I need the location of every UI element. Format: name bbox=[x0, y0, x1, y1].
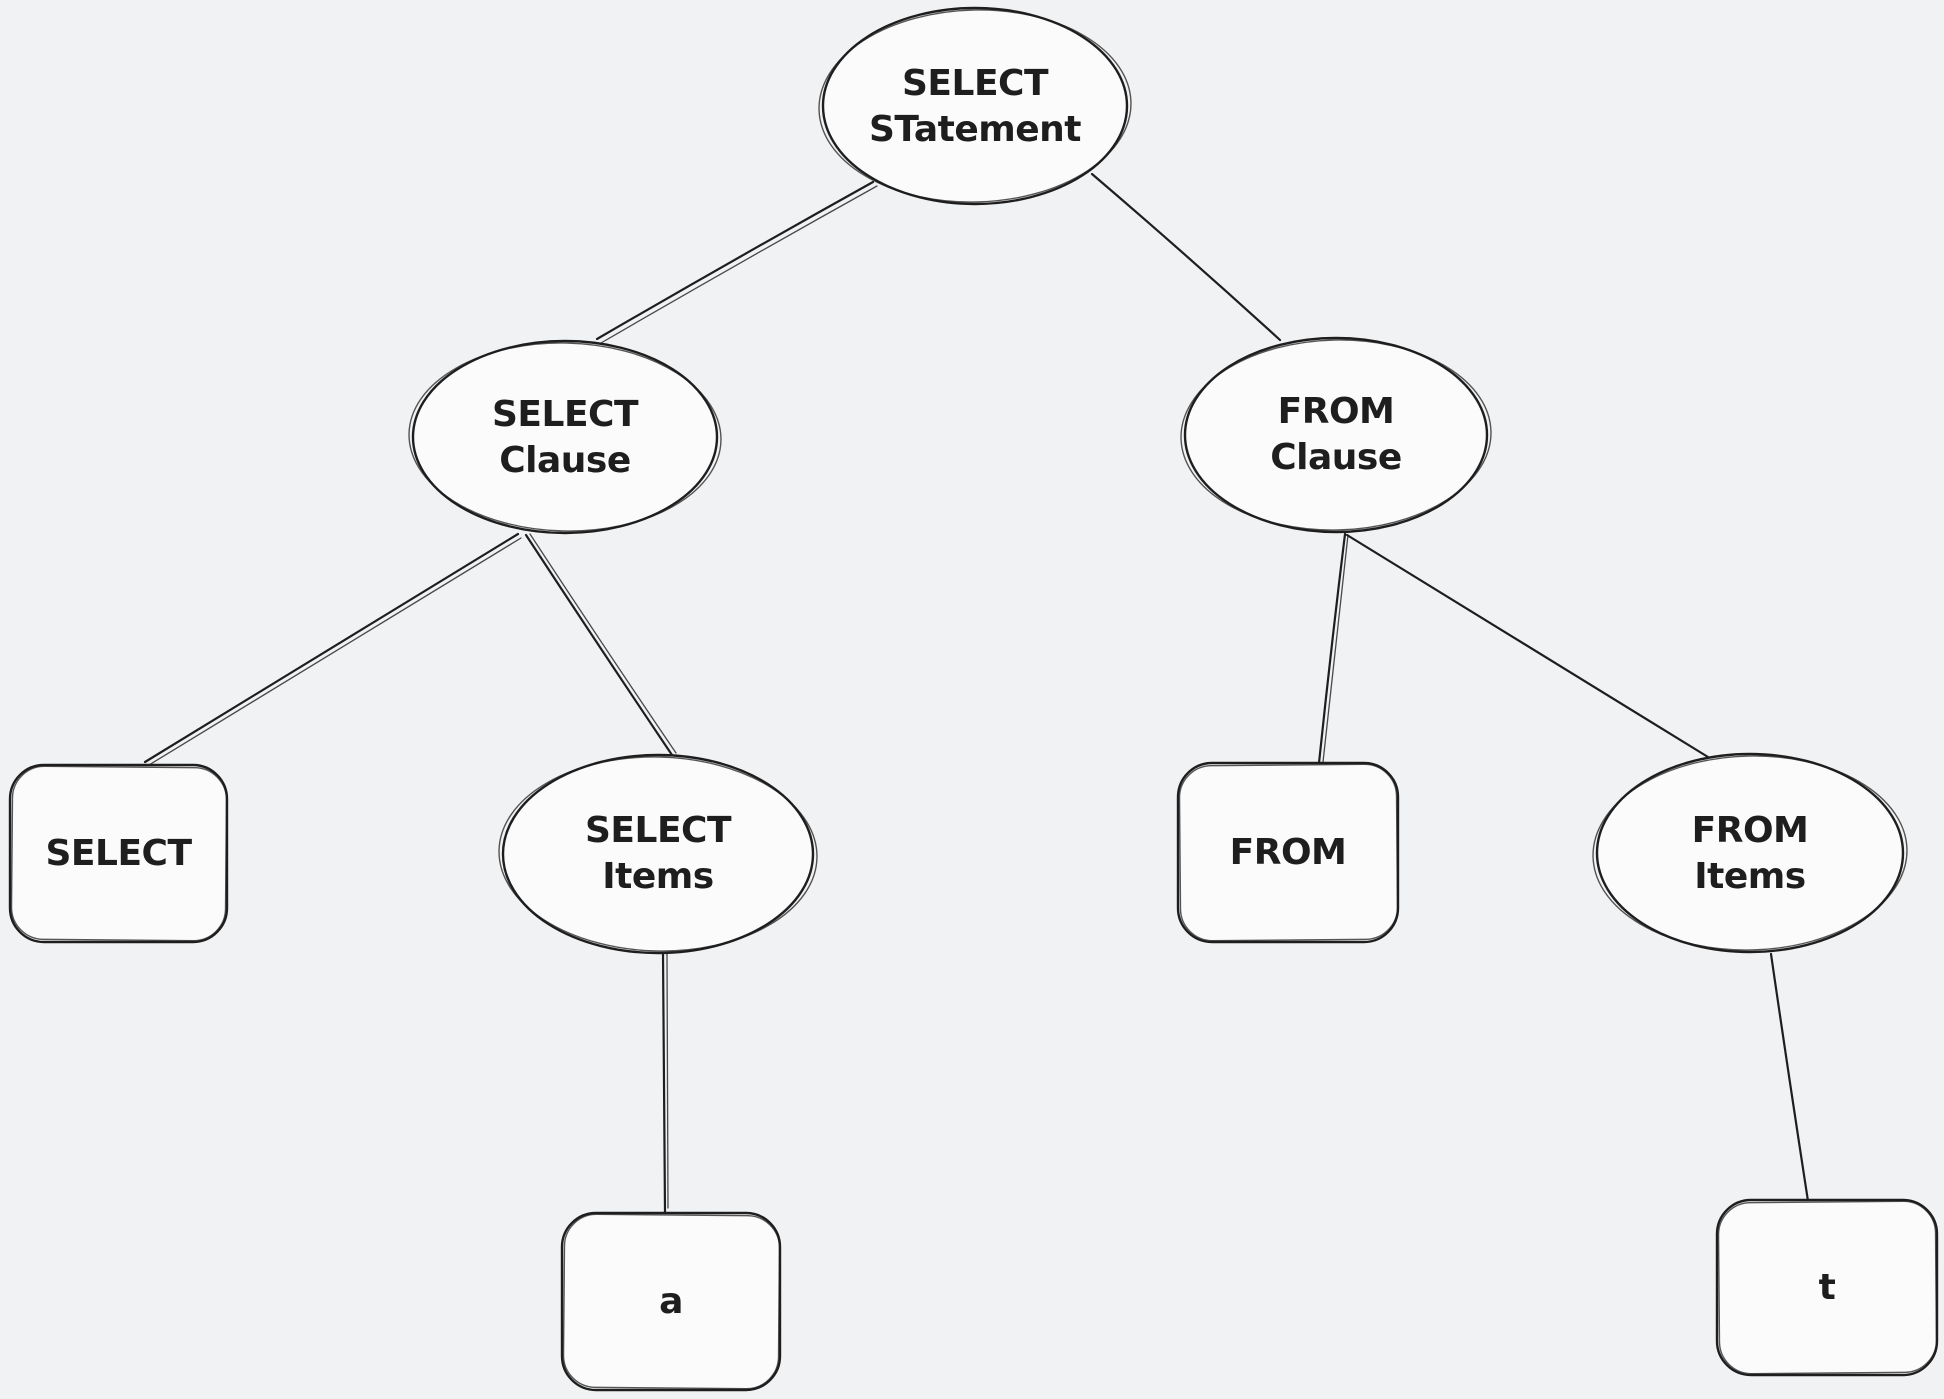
edge-from-items-to-table-t bbox=[1769, 952, 1810, 1203]
node-select-items-shape bbox=[498, 753, 818, 955]
node-select-keyword-shape bbox=[8, 763, 229, 944]
node-table-t-shape bbox=[1715, 1198, 1939, 1377]
edge-from-clause-to-from-keyword bbox=[1317, 532, 1349, 765]
edge-select-statement-to-from-clause bbox=[1090, 172, 1282, 342]
node-from-items-shape bbox=[1592, 752, 1908, 954]
edge-select-statement-to-select-clause bbox=[595, 180, 878, 344]
node-column-a-shape bbox=[560, 1211, 782, 1392]
node-select-clause-shape bbox=[408, 339, 722, 535]
node-select-statement-shape bbox=[818, 6, 1132, 206]
edge-select-clause-to-select-items bbox=[524, 533, 677, 757]
node-from-keyword-shape bbox=[1176, 761, 1400, 944]
edge-select-clause-to-select-keyword bbox=[143, 532, 522, 766]
edge-from-clause-to-from-items bbox=[1345, 533, 1710, 759]
edge-select-items-to-column-a bbox=[661, 952, 669, 1214]
node-from-clause-shape bbox=[1180, 336, 1492, 534]
